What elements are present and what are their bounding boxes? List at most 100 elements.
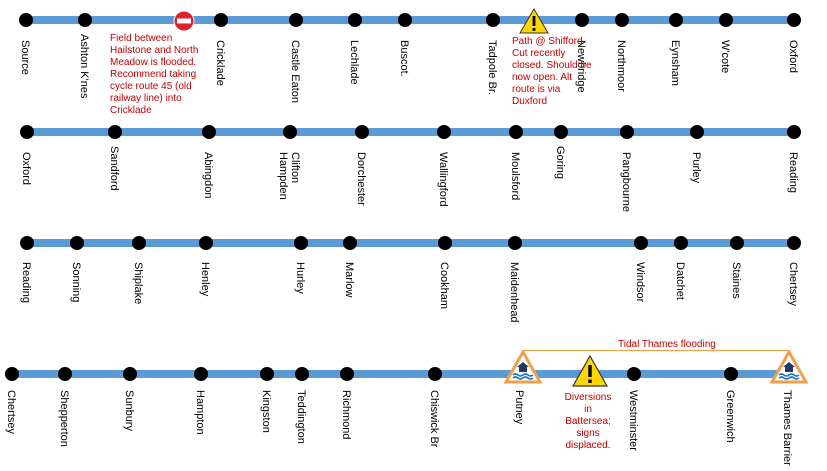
stop-label: Purley — [690, 152, 702, 184]
stop-label: Thames Barrier — [781, 390, 793, 466]
stop-label: Datchet — [674, 262, 686, 300]
stop-label: Clifton Hampden — [277, 152, 301, 200]
tidal-flooding-label: Tidal Thames flooding — [618, 339, 716, 350]
stop-abingdon — [202, 125, 216, 139]
stop-castle-eaton — [289, 13, 303, 27]
stop-label: Cookham — [438, 262, 450, 310]
stop-shepperton — [58, 367, 72, 381]
stop-label: Teddington — [295, 390, 307, 444]
stop-wallingford — [437, 125, 451, 139]
stop-label: Sonning — [70, 262, 82, 303]
stop-label: Goring — [554, 146, 566, 180]
stop-label: Buscot. — [398, 40, 410, 77]
stop-datchet — [674, 236, 688, 250]
stop-label: Cricklade — [214, 40, 226, 86]
stop-label: Windsor — [634, 262, 646, 303]
stop-goring — [554, 125, 568, 139]
stop-label: Source — [19, 40, 31, 75]
stop-label: Oxford — [20, 152, 32, 186]
flood-note: Field between Hailstone and North Meadow… — [110, 33, 199, 116]
stop-northmoor — [615, 13, 629, 27]
stop-label: Newbridge — [575, 40, 587, 93]
stop-maidenhead — [508, 236, 522, 250]
stop-label: Chertsey — [5, 390, 17, 435]
stop-shiplake — [132, 236, 146, 250]
stop-label: Kingston — [260, 390, 272, 433]
stop-label: Moulsford — [509, 152, 521, 201]
stop-label: Hampton — [194, 390, 206, 435]
stop-label: Sandford — [108, 146, 120, 191]
stop-label: Sunbury — [123, 390, 135, 431]
stop-label: Greenwich — [724, 390, 736, 443]
stop-purley — [690, 125, 704, 139]
stop-eynsham — [669, 13, 683, 27]
stop-label: Maidenhead — [508, 262, 520, 323]
stop-label: Wallingford — [437, 152, 449, 207]
stop-clifton-hampden — [283, 125, 297, 139]
stop-label: Richmond — [340, 390, 352, 440]
stop-label: Dorchester — [355, 152, 367, 206]
stop-label: Shiplake — [132, 262, 144, 305]
stop-oxford — [20, 125, 34, 139]
stop-label: Castle Eaton — [289, 40, 301, 103]
stop-richmond — [340, 367, 354, 381]
stop-marlow — [343, 236, 357, 250]
route-line-row2 — [25, 128, 797, 136]
stop-chertsey — [5, 367, 19, 381]
stop-label: Shepperton — [58, 390, 70, 447]
stop-label: Eynsham — [669, 40, 681, 86]
stop-henley — [199, 236, 213, 250]
stop-label: Reading — [20, 262, 32, 303]
shifford-path-note: Path @ Shifford Cut recently closed. Sho… — [512, 36, 592, 107]
stop-sonning — [70, 236, 84, 250]
stop-buscot — [398, 13, 412, 27]
stop-reading — [787, 125, 801, 139]
stop-tadpole-br — [486, 13, 500, 27]
stop-kingston — [260, 367, 274, 381]
stop-oxford — [787, 13, 801, 27]
stop-reading — [20, 236, 34, 250]
stop-ashton-knes — [78, 13, 92, 27]
stop-moulsford — [509, 125, 523, 139]
stop-label: Lechlade — [348, 40, 360, 85]
stop-source — [19, 13, 33, 27]
stop-hampton — [194, 367, 208, 381]
stop-cookham — [438, 236, 452, 250]
stop-label: Chiswick Br — [428, 390, 440, 448]
route-line-row3 — [25, 239, 797, 247]
stop-greenwich — [724, 367, 738, 381]
stop-pangbourne — [620, 125, 634, 139]
stop-teddington — [295, 367, 309, 381]
stop-newbridge — [575, 13, 589, 27]
flood-warning-icon — [770, 350, 808, 384]
stop-windsor — [634, 236, 648, 250]
stop-label: Reading — [787, 152, 799, 193]
stop-sandford — [108, 125, 122, 139]
stop-wcote — [719, 13, 733, 27]
warning-icon — [571, 354, 609, 387]
stop-label: Oxford — [787, 40, 799, 74]
stop-label: Chertsey — [787, 262, 799, 307]
stop-label: Pangbourne — [620, 152, 632, 212]
stop-label: Marlow — [343, 262, 355, 298]
stop-chertsey — [787, 236, 801, 250]
stop-label: Henley — [199, 262, 211, 297]
stop-label: Staines — [730, 262, 742, 299]
stop-dorchester — [355, 125, 369, 139]
no-entry-icon — [173, 10, 195, 32]
stop-staines — [730, 236, 744, 250]
route-line-row4 — [10, 370, 795, 378]
stop-sunbury — [123, 367, 137, 381]
stop-label: W'cote — [719, 40, 731, 74]
tidal-flooding-bracket — [522, 350, 790, 359]
stop-cricklade — [214, 13, 228, 27]
stop-label: Abingdon — [202, 152, 214, 199]
battersea-diversion-note: Diversions in Battersea; signs displaced… — [564, 392, 612, 451]
stop-label: Tadpole Br. — [486, 40, 498, 96]
stop-label: Westminster — [627, 390, 639, 451]
stop-lechlade — [348, 13, 362, 27]
stop-label: Northmoor — [615, 40, 627, 92]
stop-label: Ashton K'nes — [78, 34, 90, 99]
warning-icon — [519, 8, 549, 34]
